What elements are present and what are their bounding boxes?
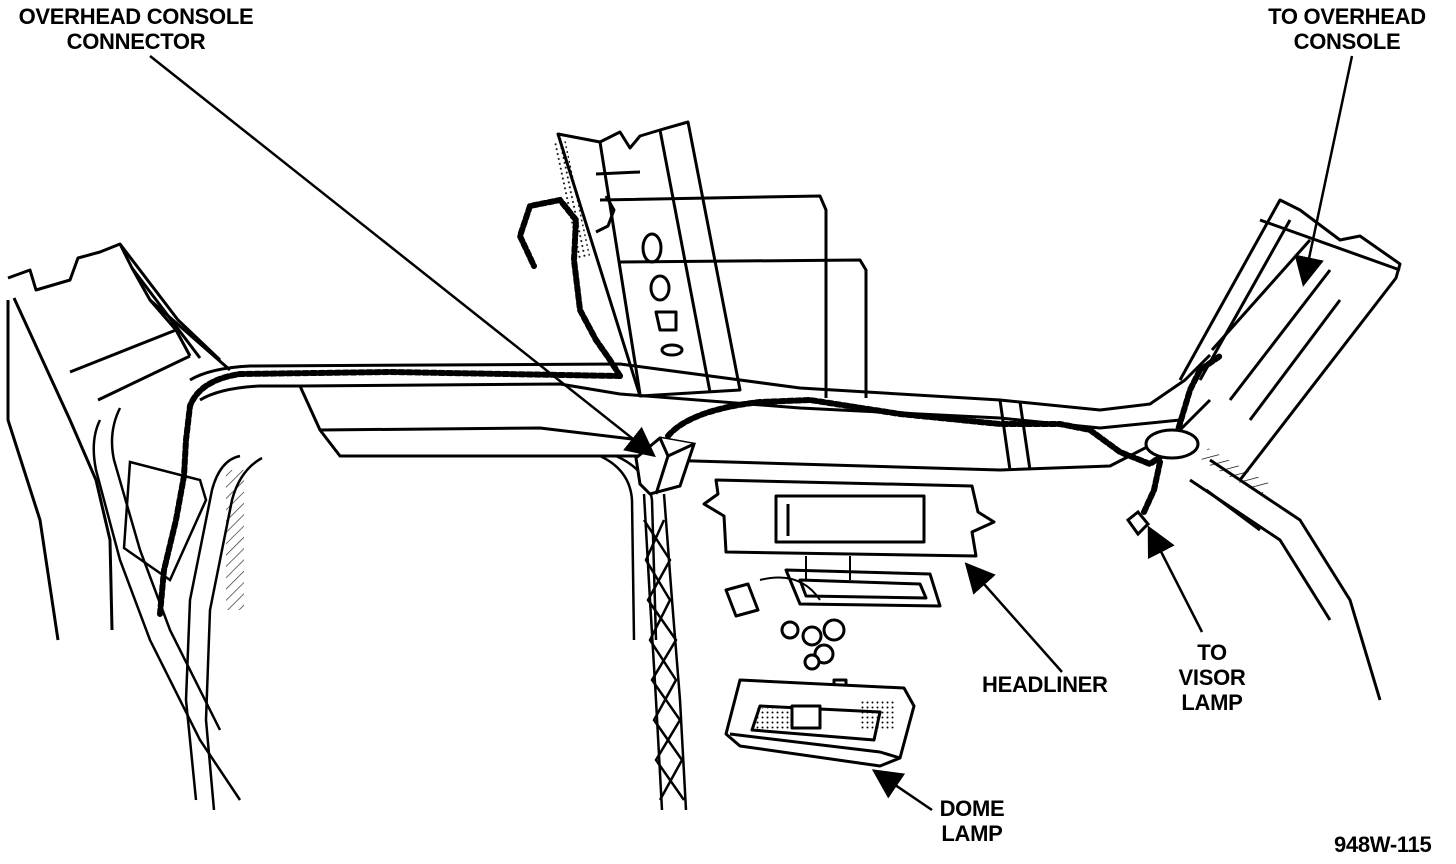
label-dome-lamp-line2: LAMP	[941, 821, 1003, 846]
left-window-frame	[92, 407, 242, 801]
label-to-overhead-console-line1: TO OVERHEAD	[1268, 4, 1426, 29]
right-pillar	[1178, 198, 1402, 701]
leader-lines	[149, 55, 1354, 812]
roof-rail	[189, 353, 1212, 472]
label-to-overhead-console-line2: CONSOLE	[1293, 29, 1401, 54]
label-overhead-console-connector-line1: OVERHEAD CONSOLE	[18, 4, 254, 29]
leader-overhead-console-connector	[149, 55, 656, 458]
label-headliner: HEADLINER	[982, 672, 1108, 697]
figure-id-text: 948W-115	[1334, 832, 1432, 857]
dome-lamp-leads	[759, 556, 851, 601]
headliner-panel	[702, 478, 996, 558]
center-roof-bow	[556, 120, 868, 398]
label-to-visor-lamp: TO VISOR LAMP	[1164, 640, 1260, 715]
leader-headliner	[964, 562, 1063, 673]
center-bow-shading	[551, 139, 591, 260]
leader-dome-lamp	[871, 769, 933, 812]
label-headliner-text: HEADLINER	[982, 672, 1108, 697]
leader-to-overhead-console	[1294, 55, 1354, 287]
dome-lamp-shading-right	[860, 700, 894, 730]
dome-lamp-shading-left	[756, 708, 790, 730]
leader-to-visor-lamp	[1147, 525, 1204, 633]
label-to-visor-lamp-line3: LAMP	[1181, 690, 1243, 715]
dome-lamp-assembly	[724, 568, 942, 768]
left-header-shading	[226, 470, 244, 610]
label-dome-lamp-line1: DOME	[939, 796, 1005, 821]
figure-id: 948W-115	[1334, 832, 1432, 857]
label-overhead-console-connector-line2: CONNECTOR	[66, 29, 206, 54]
label-dome-lamp: DOME LAMP	[924, 796, 1020, 846]
label-to-visor-lamp-line2: VISOR	[1178, 665, 1246, 690]
left-pillar	[6, 242, 231, 641]
right-pillar-shading	[1201, 448, 1269, 496]
label-overhead-console-connector: OVERHEAD CONSOLE CONNECTOR	[16, 4, 256, 54]
center-pillar-harness	[642, 493, 688, 811]
overhead-console-connector-block	[634, 436, 696, 496]
label-to-visor-lamp-line1: TO	[1197, 640, 1227, 665]
label-to-overhead-console: TO OVERHEAD CONSOLE	[1262, 4, 1432, 54]
visor-lamp-plug	[1125, 428, 1200, 537]
windshield-header	[184, 454, 658, 811]
